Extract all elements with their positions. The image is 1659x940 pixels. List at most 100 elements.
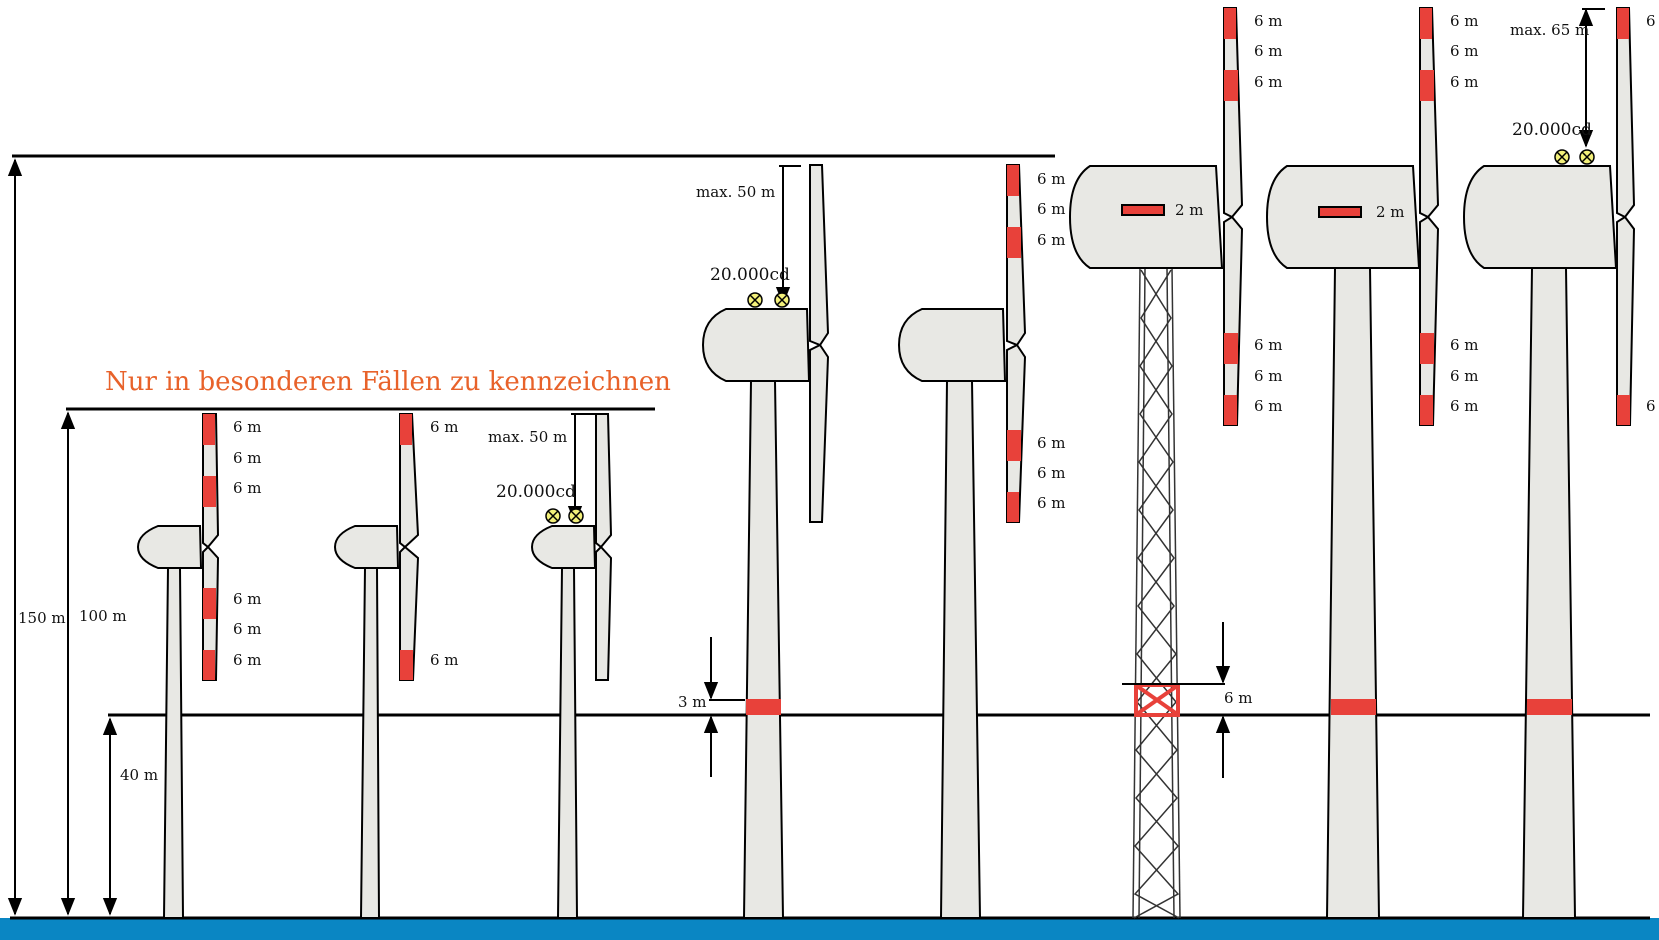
tower-marking-label: 3 m [678,693,707,711]
segment-label: 6 m [1037,200,1066,218]
rotor-blade-upper [1419,7,1440,219]
blade-marking [1420,395,1433,425]
rotor-blade-lower [595,545,613,681]
nacelle-marking-label: 2 m [1376,203,1405,221]
max-distance-label: max. 50 m [696,183,775,201]
nacelle [897,308,1007,382]
rotor-blade-upper [1223,7,1244,219]
obstruction-light-icon [774,292,790,308]
blade-marking [203,588,216,619]
special-case-note: Nur in besonderen Fällen zu kennzeichnen [105,367,671,397]
blade-marking [1617,8,1629,39]
nacelle-marking-label: 2 m [1175,201,1204,219]
height-arrow-40m: 40 m [102,717,158,916]
rotor-blade-lower [1419,215,1440,426]
rotor-blade-lower [809,343,830,523]
nacelle [1068,165,1224,269]
segment-label: 6 m [430,418,459,436]
segment-label: 6 m [1450,336,1479,354]
nacelle-marking [1318,206,1362,218]
obstruction-light-icon [545,508,561,524]
segment-label: 6 m [1646,12,1659,30]
tower-marking [1527,699,1572,715]
ground-strip [0,918,1659,940]
rotor-blade-upper [809,164,830,347]
rotor-blade-upper [595,413,613,549]
tower [162,567,185,919]
tower-marking-label: 6 m [1224,689,1253,707]
segment-label: 6 m [1254,73,1283,91]
blade-marking [1420,70,1434,101]
nacelle-marking [1121,204,1165,216]
blade-marking [1007,492,1019,522]
segment-label: 6 m [233,449,262,467]
segment-label: 6 m [1450,42,1479,60]
segment-label: 6 m [1037,434,1066,452]
segment-label: 6 m [1254,12,1283,30]
turbine-5: 6 m 6 m 6 m 6 m 6 m 6 m [897,164,1066,919]
blade-marking [203,476,216,507]
nacelle [1462,165,1618,269]
blade-marking [1007,165,1019,196]
height-arrow-150m: 150 m [7,158,66,916]
segment-label: 6 m [233,620,262,638]
turbine-6: 2 m 6 m 6 m 6 m 6 m 6 m 6 m 6 m [1068,7,1283,919]
turbine-7: 2 m 6 m 6 m 6 m 6 m 6 m 6 m [1265,7,1479,919]
nacelle [530,525,597,569]
tower [1521,267,1577,919]
blade-marking [1224,8,1236,39]
obstruction-light-icon [1579,149,1595,165]
nacelle [136,525,203,569]
nacelle [701,308,811,382]
blade-marking [1617,395,1630,425]
rotor-blade-lower [1223,215,1244,426]
rotor-blade-upper [1616,7,1636,219]
blade-marking [1007,430,1021,461]
luminous-intensity-label: 20.000cd [710,265,790,285]
height-label-150m: 150 m [18,609,66,627]
rotor-blade-lower [1616,215,1636,426]
segment-label: 6 m [1254,42,1283,60]
max-distance-label: max. 50 m [488,428,567,446]
tower [1325,267,1381,919]
nacelle [333,525,400,569]
segment-label: 6 m [1037,494,1066,512]
height-label-40m: 40 m [120,766,158,784]
segment-label: 6 m [430,651,459,669]
blade-marking [1224,395,1237,425]
blade-marking [1420,333,1434,364]
turbine-8: 6 m 6 m max. 65 m 20.000cd [1462,7,1659,919]
blade-marking [1420,8,1432,39]
segment-label: 6 m [1254,397,1283,415]
tower [359,567,381,919]
segment-label: 6 m [1450,397,1479,415]
segment-label: 6 m [233,590,262,608]
height-label-100m: 100 m [79,607,127,625]
segment-label: 6 m [1254,367,1283,385]
blade-marking [1224,70,1238,101]
blade-marking [1224,333,1238,364]
segment-label: 6 m [1037,231,1066,249]
segment-label: 6 m [1037,464,1066,482]
luminous-intensity-label: 20.000cd [496,482,576,502]
luminous-intensity-label: 20.000cd [1512,120,1592,140]
tower-marking [746,699,781,715]
segment-label: 6 m [1450,73,1479,91]
segment-label: 6 m [1254,336,1283,354]
segment-label: 6 m [1450,12,1479,30]
segment-label: 6 m [233,479,262,497]
blade-marking [1007,227,1021,258]
segment-label: 6 m [1037,170,1066,188]
obstruction-light-icon [1554,149,1570,165]
segment-label: 6 m [1646,397,1659,415]
turbine-3: max. 50 m 20.000cd [488,413,613,919]
obstruction-light-icon [568,508,584,524]
max-distance-label: max. 65 m [1510,21,1589,39]
tower-marking [1331,699,1376,715]
blade-marking [400,414,412,445]
segment-label: 6 m [233,418,262,436]
obstruction-light-icon [747,292,763,308]
turbine-2: 6 m 6 m [333,413,459,919]
segment-label: 6 m [233,651,262,669]
